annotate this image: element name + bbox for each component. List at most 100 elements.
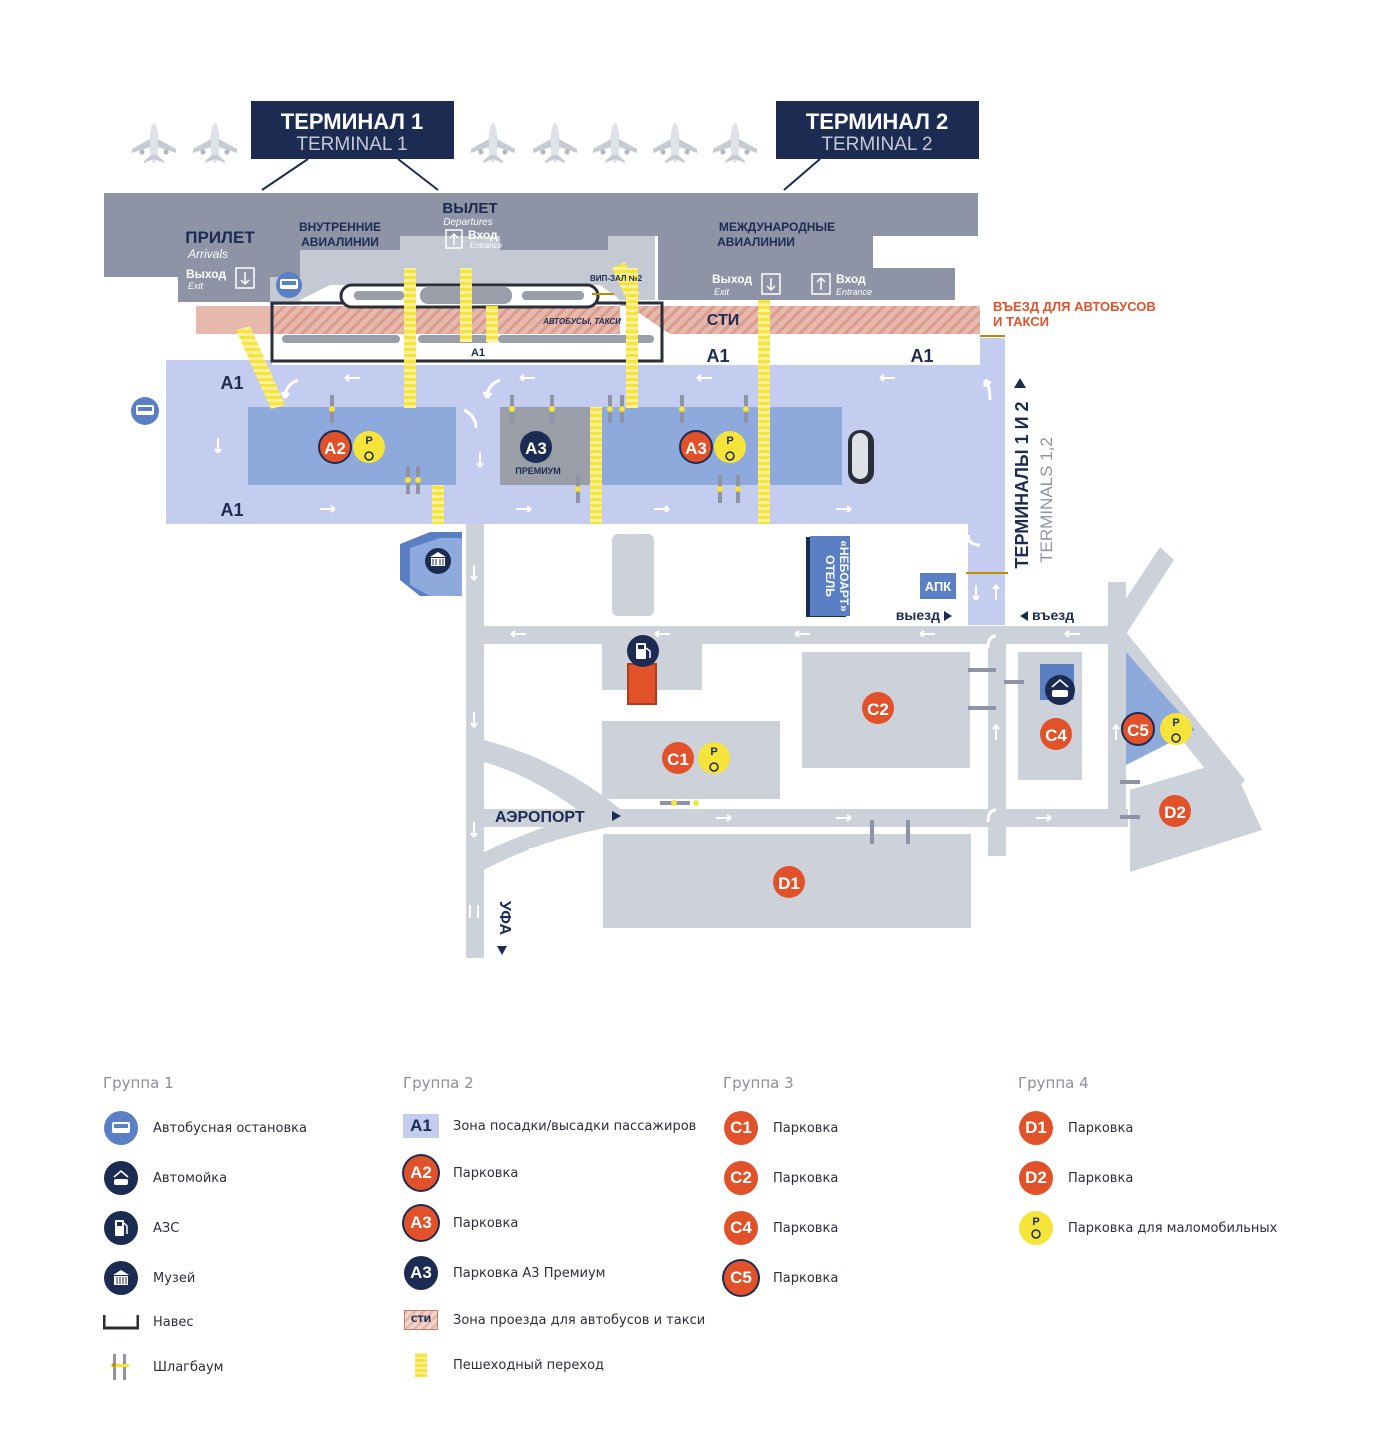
apk-label: АПК <box>925 579 952 594</box>
legend-item-a3: A3 Парковка <box>403 1203 518 1243</box>
c4-badge: C4 <box>724 1211 758 1245</box>
entry-direction-arrow-icon <box>1020 611 1028 621</box>
legend-group-title: Группа 3 <box>723 1074 794 1092</box>
intl-exit-ru: Выход <box>712 272 752 286</box>
legend-label: Автомойка <box>153 1170 228 1186</box>
disabled-parking-icon: P <box>698 742 730 774</box>
legend-label: Шлагбаум <box>153 1359 224 1375</box>
plane-icon <box>653 123 697 163</box>
svg-text:C5: C5 <box>1127 721 1149 740</box>
buses-taxi-label: АВТОБУСЫ, ТАКСИ <box>542 317 621 326</box>
svg-text:A3: A3 <box>685 439 707 458</box>
departures-entrance-ru: Вход <box>468 228 498 242</box>
legend-label: Автобусная остановка <box>153 1120 307 1136</box>
canopy-icon <box>103 1315 139 1330</box>
terminals-arrow-icon <box>1014 378 1026 388</box>
plane-icon <box>713 123 757 163</box>
svg-text:C1: C1 <box>667 750 689 769</box>
legend-label: Парковка А3 Премиум <box>453 1265 606 1281</box>
legend-item-a2: A2 Парковка <box>403 1153 518 1193</box>
airport-map: ТЕРМИНАЛ 1 TERMINAL 1 ТЕРМИНАЛ 2 TERMINA… <box>104 101 1262 958</box>
c2-badge: C2 <box>724 1161 758 1195</box>
legend-item-bus-stop: Автобусная остановка <box>103 1108 307 1148</box>
departures-ru: ВЫЛЕТ <box>442 200 497 217</box>
terminal-1-label: ТЕРМИНАЛ 1 TERMINAL 1 <box>251 101 454 191</box>
legend-item-c4: C4 Парковка <box>723 1208 838 1248</box>
legend-item-barrier: Шлагбаум <box>103 1347 224 1387</box>
legend-label: Парковка <box>773 1120 839 1136</box>
c5-badge: C5 <box>724 1261 758 1295</box>
legend-group-title: Группа 4 <box>1018 1074 1089 1092</box>
a1-label-west: A1 <box>220 373 243 393</box>
legend-item-sti: СТИ Зона проезда для автобусов и такси <box>403 1300 705 1340</box>
international-line2: АВИАЛИНИИ <box>717 235 795 249</box>
badge-d2: D2 <box>1159 795 1191 827</box>
building <box>612 534 654 616</box>
legend-item-a3-premium: A3 Парковка А3 Премиум <box>403 1253 606 1293</box>
terminal-2-en: TERMINAL 2 <box>821 134 932 155</box>
legend-label: Парковка <box>1068 1170 1134 1186</box>
legend-label: Музей <box>153 1270 196 1286</box>
legend-label: Навес <box>153 1314 194 1330</box>
hotel <box>810 536 850 616</box>
intl-entrance-arrow-icon <box>811 273 831 295</box>
legend-label: Парковка <box>773 1170 839 1186</box>
arrivals-exit-en: Exit <box>188 281 204 291</box>
departures-entrance-en: Entrance <box>470 241 503 250</box>
premium-label: ПРЕМИУМ <box>515 466 561 476</box>
legend-item-c5: C5 Парковка <box>723 1258 838 1298</box>
parking-a2 <box>248 407 456 485</box>
legend-item-c2: C2 Парковка <box>723 1158 838 1198</box>
svg-text:D2: D2 <box>1164 803 1186 822</box>
legend-item-canopy: Навес <box>103 1302 194 1342</box>
svg-text:P: P <box>365 435 372 447</box>
svg-text:P: P <box>710 746 717 758</box>
arrivals-en: Arrivals <box>187 247 228 261</box>
plane-icon <box>533 123 577 163</box>
badge-c1: C1 <box>662 742 694 774</box>
barrier-icon <box>111 1354 129 1380</box>
domestic-line2: АВИАЛИНИИ <box>301 235 379 249</box>
airport-arrow-icon <box>612 811 621 821</box>
car-wash-icon <box>104 1161 138 1195</box>
domestic-line1: ВНУТРЕННИЕ <box>299 220 381 234</box>
airport-direction: АЭРОПОРТ <box>495 809 585 826</box>
bus-stop-icon <box>276 272 302 298</box>
svg-text:A3: A3 <box>525 439 547 458</box>
legend-label: Парковка для маломобильных <box>1068 1220 1278 1236</box>
disabled-parking-icon: P <box>1019 1211 1053 1245</box>
badge-d1: D1 <box>773 866 805 898</box>
sti-label: СТИ <box>707 312 739 329</box>
bus-stop-icon <box>131 397 159 425</box>
a1-label-center: A1 <box>706 346 729 366</box>
svg-text:A2: A2 <box>324 439 346 458</box>
plane-icon <box>593 123 637 163</box>
legend-label: Парковка <box>1068 1120 1134 1136</box>
vip-label: ВИП-ЗАЛ №2 <box>590 274 643 283</box>
intl-entrance-ru: Вход <box>836 272 866 286</box>
sti-badge: СТИ <box>404 1310 438 1330</box>
svg-text:P: P <box>726 435 733 447</box>
museum-icon <box>104 1261 138 1295</box>
legend-item-car-wash: Автомойка <box>103 1158 227 1198</box>
museum-icon <box>425 548 451 574</box>
parking-d2 <box>1130 760 1262 872</box>
hotel-line1: ОТЕЛЬ <box>823 555 837 597</box>
legend-label: Пешеходный переход <box>453 1357 605 1373</box>
road-network <box>466 524 1245 958</box>
disabled-parking-icon: P <box>353 431 385 463</box>
legend-item-fuel: АЗС <box>103 1208 179 1248</box>
badge-a3-premium: A3 <box>520 431 552 463</box>
terminal-1-ru: ТЕРМИНАЛ 1 <box>281 109 423 134</box>
svg-text:C2: C2 <box>867 700 889 719</box>
crosswalks <box>236 262 770 524</box>
exit-arrow-icon <box>235 267 255 289</box>
car-wash-icon <box>1045 675 1075 705</box>
svg-text:C4: C4 <box>1045 726 1067 745</box>
a3-badge: A3 <box>404 1206 438 1240</box>
plane-icon <box>132 123 176 163</box>
badge-c4: C4 <box>1040 718 1072 750</box>
legend-group-title: Группа 1 <box>103 1074 174 1092</box>
legend-item-crosswalk: Пешеходный переход <box>403 1345 604 1385</box>
entrance-arrow-icon <box>445 229 463 249</box>
